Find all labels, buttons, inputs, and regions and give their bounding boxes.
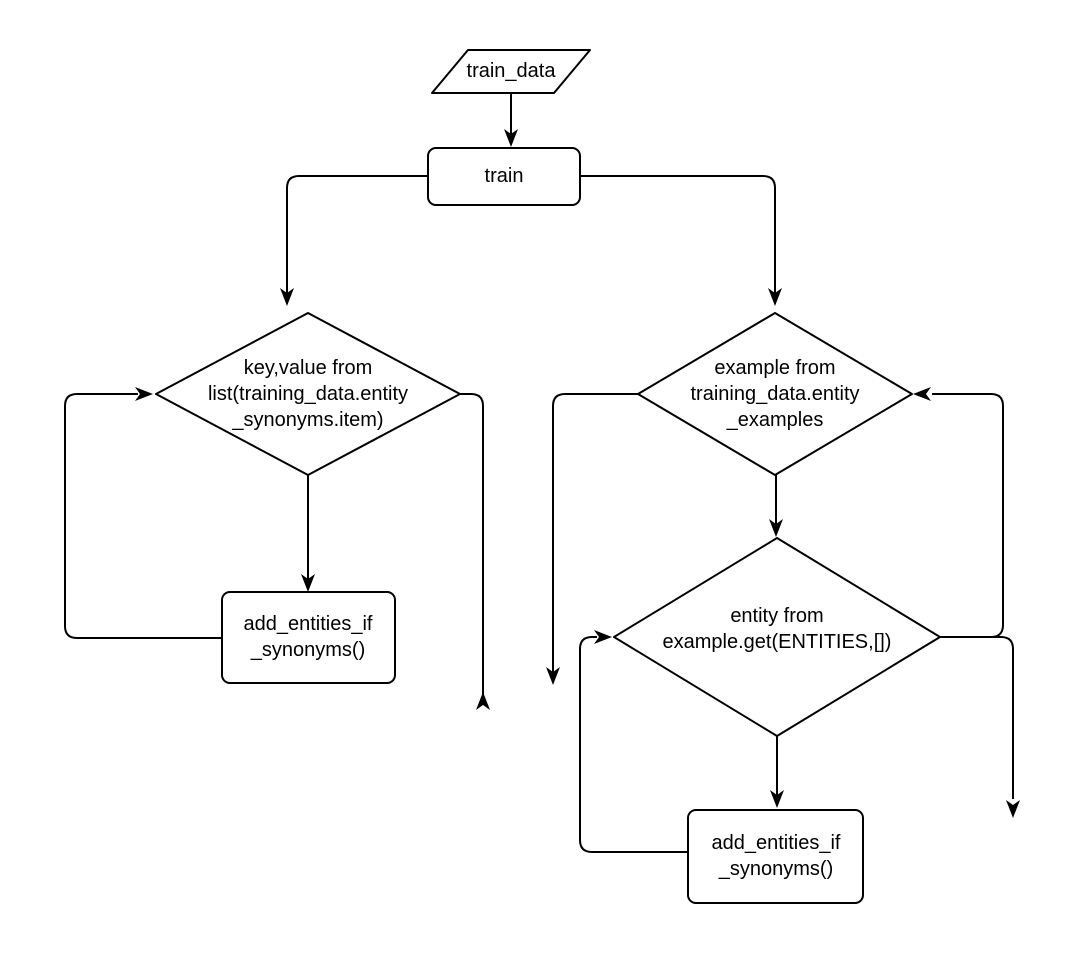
node-loop-entities-shape [613,537,941,737]
edge-train-to-loop-synonyms [286,175,428,297]
arrowhead-traindata-to-train [504,129,518,147]
edge-loop-entities-exit [940,636,1014,799]
node-add-entities-left-shape [221,591,396,684]
arrowhead-loop-examples-exit-down [546,667,560,685]
edge-add-entities-return-to-loop-entities [579,636,688,853]
edge-loop-entities-return-to-loop-examples [932,393,1004,638]
arrowhead-loop-entities-exit-down [1006,800,1020,818]
arrowhead-add-entities-return-to-loop-synonyms [135,387,153,401]
arrowhead-train-to-loop-examples [768,288,782,306]
arrowhead-train-to-loop-synonyms [280,288,294,306]
arrowhead-loop-examples-to-loop-entities [769,519,783,537]
node-train-shape [427,147,581,206]
node-add-entities-right-shape [687,809,864,904]
arrowhead-loop-entities-return-to-loop-examples [913,387,931,401]
node-loop-synonyms-shape [155,312,461,476]
node-loop-examples-shape [637,312,913,476]
edge-add-entities-return-to-loop-synonyms [64,393,222,639]
arrowhead-add-entities-return-to-loop-entities [594,630,612,644]
arrowhead-loop-entities-to-add-entities [770,790,784,808]
node-train-data-shape [431,49,591,94]
edge-train-to-loop-examples [580,175,776,297]
arrowhead-loop-synonyms-to-add-entities [301,574,315,592]
edge-loop-examples-exit [552,393,638,676]
arrowhead-loop-synonyms-exit-up [476,692,490,710]
edge-loop-synonyms-exit [460,393,484,703]
